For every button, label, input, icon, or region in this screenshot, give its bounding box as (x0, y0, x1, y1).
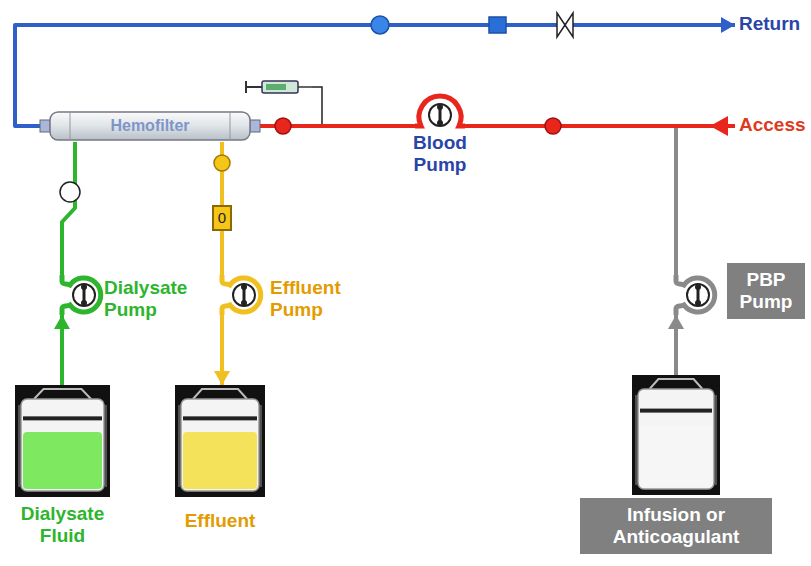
tubing-line (214, 315, 230, 385)
node-label: Effluent Pump (270, 277, 370, 321)
syringe (246, 81, 322, 124)
node-label: Return (735, 12, 804, 36)
pump-symbol (415, 82, 465, 130)
node-label: Hemofilter (106, 116, 193, 136)
dialysate-bag: Dialysate Fluid (15, 385, 110, 497)
node-label: Dialysate Fluid (5, 503, 120, 547)
tubing-line (676, 126, 735, 275)
hemofilter: Hemofilter (40, 110, 260, 142)
pressure-sensor (489, 17, 506, 33)
node-label: Dialysate Pump (104, 277, 214, 321)
blood-pump: Blood Pump (415, 82, 465, 130)
tubing-line (62, 142, 75, 275)
effluent-pump: Effluent Pump (218, 275, 262, 315)
fluid-bag (632, 375, 720, 495)
tubing-line (668, 315, 684, 375)
access-label: Access (735, 113, 810, 137)
node-label: PBP Pump (727, 263, 805, 319)
fluid-bag (15, 385, 110, 497)
access-marker (710, 116, 728, 136)
pressure-sensor (214, 155, 230, 171)
pbp-pump: PBP Pump (672, 275, 716, 315)
flow-meter-label: 0 (212, 205, 232, 231)
fluid-bag (175, 385, 265, 497)
air-detector (371, 16, 389, 34)
pressure-sensor (275, 118, 291, 134)
node-label: Access (735, 113, 810, 137)
tubing-line (54, 315, 70, 385)
line-clamp (557, 13, 573, 37)
node-label: Effluent (175, 510, 265, 532)
infusion-bag: Infusion or Anticoagulant (632, 375, 720, 495)
air-trap (60, 182, 80, 202)
pressure-sensor (545, 118, 561, 134)
effluent-bag: Effluent (175, 385, 265, 497)
dialysate-pump: Dialysate Pump (58, 275, 102, 315)
tubing-line (465, 126, 735, 127)
node-label: Blood Pump (395, 132, 485, 176)
pump-symbol (218, 275, 262, 315)
tubing-line (15, 17, 735, 126)
return-label: Return (735, 12, 804, 36)
pump-symbol (672, 275, 716, 315)
pump-symbol (58, 275, 102, 315)
node-label: Infusion or Anticoagulant (580, 498, 772, 554)
